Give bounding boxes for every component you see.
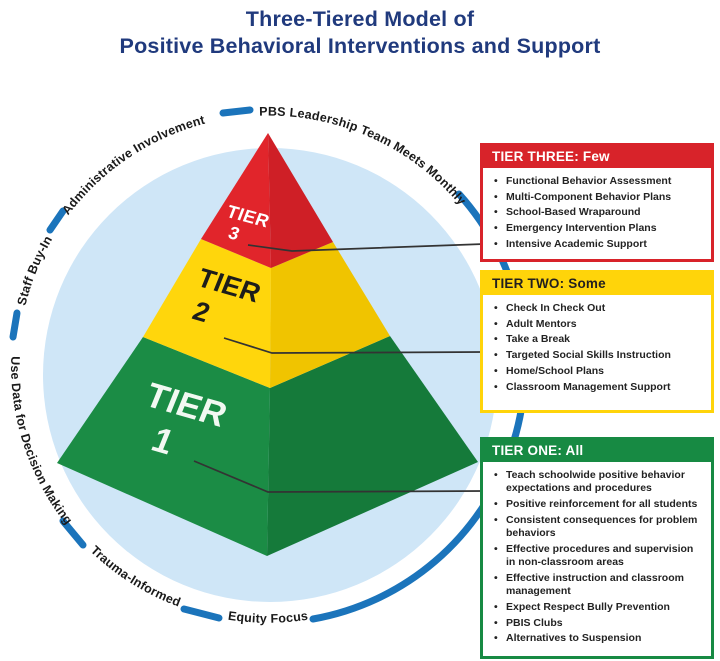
bullet-item: School-Based Wraparound xyxy=(489,206,705,220)
tier3-right-face xyxy=(268,133,333,268)
ring-dash xyxy=(180,605,223,622)
bullet-item: Effective instruction and classroom mana… xyxy=(489,572,705,599)
tier3-left-face xyxy=(201,133,271,268)
bullet-item: Teach schoolwide positive behavior expec… xyxy=(489,469,705,496)
tier-one-box-header: TIER ONE: All xyxy=(483,440,711,462)
tier1-right-face xyxy=(267,336,478,556)
tier2-left-face xyxy=(143,239,271,388)
svg-text:Staff Buy-In: Staff Buy-In xyxy=(15,233,56,306)
bullet-item: Classroom Management Support xyxy=(489,381,705,395)
tier-one-box: TIER ONE: All Teach schoolwide positive … xyxy=(480,437,714,659)
title-line-2: Positive Behavioral Interventions and Su… xyxy=(119,34,601,58)
tier1-left-face xyxy=(57,337,270,556)
ring-label-staff-buy-in: Staff Buy-In xyxy=(15,233,55,306)
tier-three-box: TIER THREE: Few Functional Behavior Asse… xyxy=(480,143,714,262)
bullet-item: Alternatives to Suspension xyxy=(489,632,705,646)
pyramid xyxy=(57,133,478,556)
ring-dash xyxy=(59,517,87,549)
title-line-1: Three-Tiered Model of xyxy=(245,7,475,31)
bullet-item: Home/School Plans xyxy=(489,365,705,379)
bullet-item: Adult Mentors xyxy=(489,318,705,332)
ring-dash xyxy=(46,207,67,234)
bullet-item: Expect Respect Bully Prevention xyxy=(489,601,705,615)
ring-label-equity-focus: Equity Focus xyxy=(227,609,308,626)
bullet-item: Functional Behavior Assessment xyxy=(489,175,705,189)
bullet-item: Consistent consequences for problem beha… xyxy=(489,514,705,541)
bullet-item: Intensive Academic Support xyxy=(489,238,705,252)
bullet-item: Multi-Component Behavior Plans xyxy=(489,191,705,205)
bullet-item: Positive reinforcement for all students xyxy=(489,498,705,512)
tier1-connector xyxy=(193,460,485,493)
bullet-item: Targeted Social Skills Instruction xyxy=(489,349,705,363)
tier3-connector xyxy=(247,243,485,252)
bullet-item: Effective procedures and supervision in … xyxy=(489,543,705,570)
connector-lines xyxy=(193,243,485,493)
tier-three-list: Functional Behavior AssessmentMulti-Comp… xyxy=(483,168,711,259)
tier-two-box: TIER TWO: Some Check In Check OutAdult M… xyxy=(480,270,714,413)
ring-dash xyxy=(9,309,21,341)
tier-two-box-header: TIER TWO: Some xyxy=(483,273,711,295)
bullet-item: Emergency Intervention Plans xyxy=(489,222,705,236)
ring-dash xyxy=(219,106,254,117)
tier2-right-face xyxy=(270,242,390,388)
svg-text:Equity Focus: Equity Focus xyxy=(227,609,309,626)
tier-three-box-header: TIER THREE: Few xyxy=(483,146,711,168)
page-title: Three-Tiered Model of Positive Behaviora… xyxy=(0,6,720,60)
tier-two-list: Check In Check OutAdult MentorsTake a Br… xyxy=(483,295,711,401)
bullet-item: Take a Break xyxy=(489,333,705,347)
bullet-item: PBIS Clubs xyxy=(489,617,705,631)
tier2-connector xyxy=(223,337,485,354)
tier-one-list: Teach schoolwide positive behavior expec… xyxy=(483,462,711,653)
bullet-item: Check In Check Out xyxy=(489,302,705,316)
